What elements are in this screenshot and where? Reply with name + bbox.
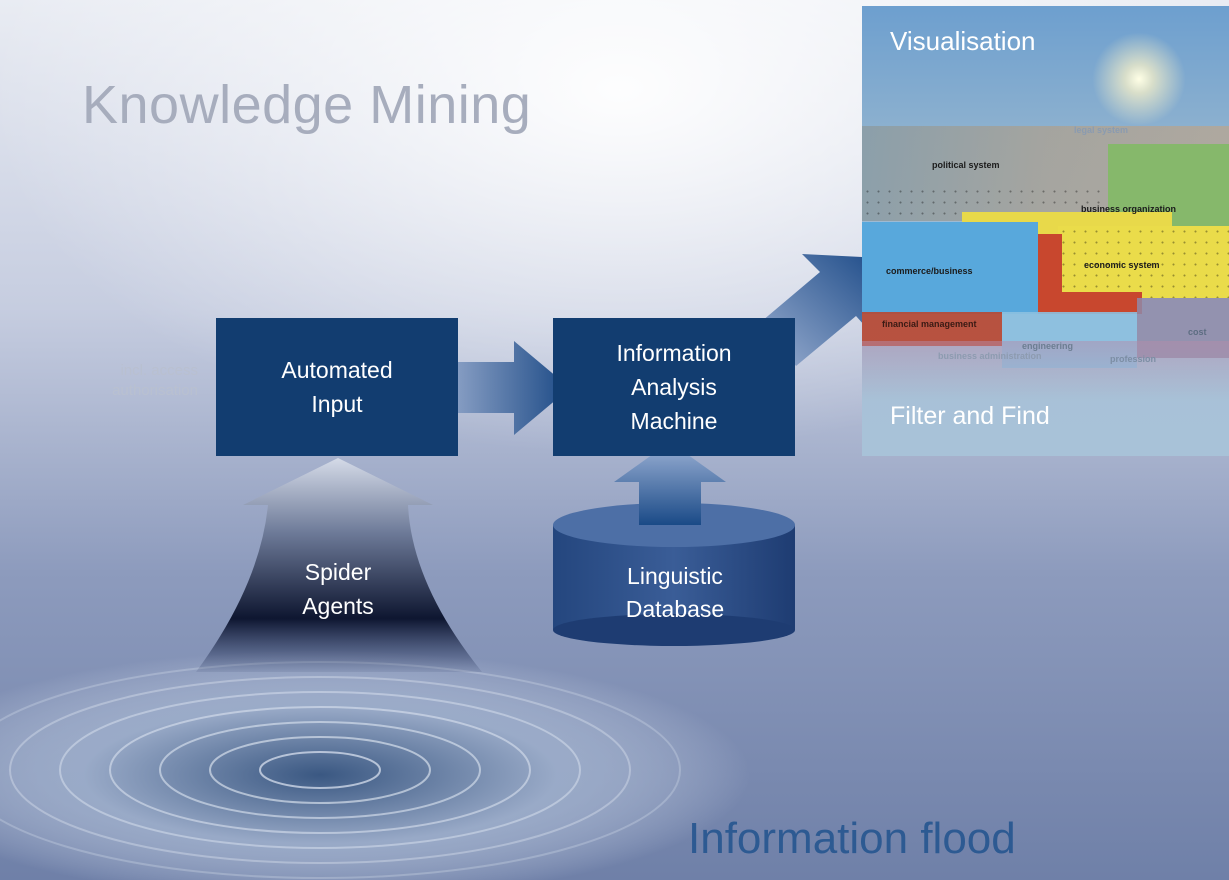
input-to-analysis-arrow	[447, 341, 570, 435]
filter-and-find-label: Filter and Find	[890, 402, 1050, 430]
region-label-business-organization: business organization	[1081, 204, 1177, 214]
database-cylinder	[553, 503, 795, 646]
automated-input-box: Automated Input	[216, 318, 458, 456]
region-label-financial: financial management	[882, 319, 977, 329]
visualisation-panel: legal system political system business o…	[862, 6, 1229, 456]
region-label-business-admin: business administration	[938, 351, 1042, 361]
water-ripples	[0, 650, 750, 880]
database-to-analysis-arrow	[614, 442, 726, 525]
spider-agents-arrow	[196, 458, 482, 672]
sun-glow	[1084, 24, 1194, 134]
region-blue-commerce	[862, 222, 1038, 314]
region-label-commerce: commerce/business	[886, 266, 973, 276]
region-red-financial	[862, 312, 1002, 346]
automated-input-label: Automated Input	[281, 357, 393, 417]
region-label-engineering: engineering	[1022, 341, 1074, 351]
visualisation-title: Visualisation	[890, 26, 1036, 56]
analysis-machine-box: Information Analysis Machine	[553, 318, 795, 456]
region-label-profession: profession	[1110, 354, 1157, 364]
access-note: incl. access authorisation	[112, 362, 198, 399]
analysis-machine-label: Information Analysis Machine	[616, 340, 732, 434]
linguistic-database-label: Linguistic Database	[625, 563, 725, 622]
region-dots-yellow	[1058, 226, 1229, 298]
region-label-cost: cost	[1188, 327, 1207, 337]
page-title: Knowledge Mining	[82, 75, 532, 135]
region-label-legal: legal system	[1074, 125, 1129, 135]
region-yellow-block	[1058, 226, 1229, 298]
region-red-horizontal	[1012, 292, 1142, 314]
region-lower-fade	[862, 341, 1229, 401]
information-flood-label: Information flood	[688, 814, 1016, 863]
spider-agents-label: Spider Agents	[302, 559, 374, 619]
region-label-economic: economic system	[1084, 260, 1160, 270]
region-label-political: political system	[932, 160, 1000, 170]
